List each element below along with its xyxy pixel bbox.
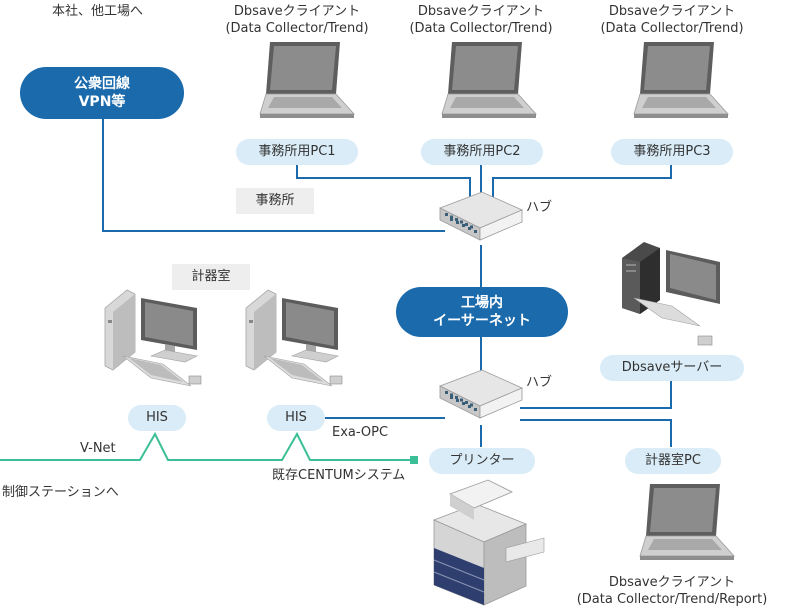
bottom-client-sub: (Data Collector/Trend/Report) [576, 592, 768, 607]
client3-sub: (Data Collector/Trend) [600, 21, 744, 36]
client3-title: Dbsaveクライアント [608, 4, 736, 19]
desktop-pc-icon [104, 289, 202, 387]
client1-sub: (Data Collector/Trend) [225, 21, 369, 36]
server-icon [622, 242, 720, 346]
desktop-pc-icon [245, 289, 343, 387]
printer-icon [432, 479, 545, 606]
client2-title: Dbsaveクライアント [417, 4, 545, 19]
vpn-cloud: 公衆回線 VPN等 [20, 67, 184, 119]
laptop-icon [441, 41, 537, 119]
hub-label-top: ハブ [526, 200, 553, 215]
hub-icon [439, 369, 523, 419]
vnet-line [0, 431, 410, 461]
plant-lan-cloud: 工場内イーサーネット [396, 287, 568, 337]
vpn-line2: VPN等 [78, 94, 126, 110]
office-pc2-pill: 事務所用PC2 [421, 139, 543, 165]
ethernet-lines [102, 115, 672, 447]
bottom-client-title: Dbsaveクライアント [608, 575, 736, 590]
server-pill: Dbsaveサーバー [600, 355, 744, 381]
vnet-label: V-Net [80, 441, 116, 456]
plant-lan-line1: 工場内 [460, 295, 503, 311]
laptop-icon [639, 483, 735, 561]
hub-icon [439, 191, 523, 241]
laptop-icon [259, 41, 355, 119]
client1-title: Dbsaveクライアント [233, 4, 361, 19]
hub-label-bottom: ハブ [526, 375, 553, 390]
vpn-line1: 公衆回線 [74, 76, 130, 92]
hq-label: 本社、他工場へ [52, 4, 144, 19]
office-pc3-pill: 事務所用PC3 [611, 139, 733, 165]
room-pc-pill: 計器室PC [625, 448, 721, 474]
centum-connector [410, 456, 418, 464]
existing-centum-label: 既存CENTUMシステム [272, 468, 406, 483]
printer-pill: プリンター [429, 448, 535, 474]
instrument-room-label: 計器室 [172, 264, 250, 290]
plant-lan-line2: イーサーネット [433, 313, 531, 329]
office-pc1-pill: 事務所用PC1 [236, 139, 358, 165]
client2-sub: (Data Collector/Trend) [409, 21, 553, 36]
office-area-label: 事務所 [236, 188, 314, 214]
control-station-label: 制御ステーションへ [2, 485, 119, 500]
laptop-icon [633, 41, 729, 119]
his-pill-1: HIS [128, 405, 186, 431]
his-pill-2: HIS [267, 405, 325, 431]
exa-opc-label: Exa-OPC [332, 425, 389, 440]
